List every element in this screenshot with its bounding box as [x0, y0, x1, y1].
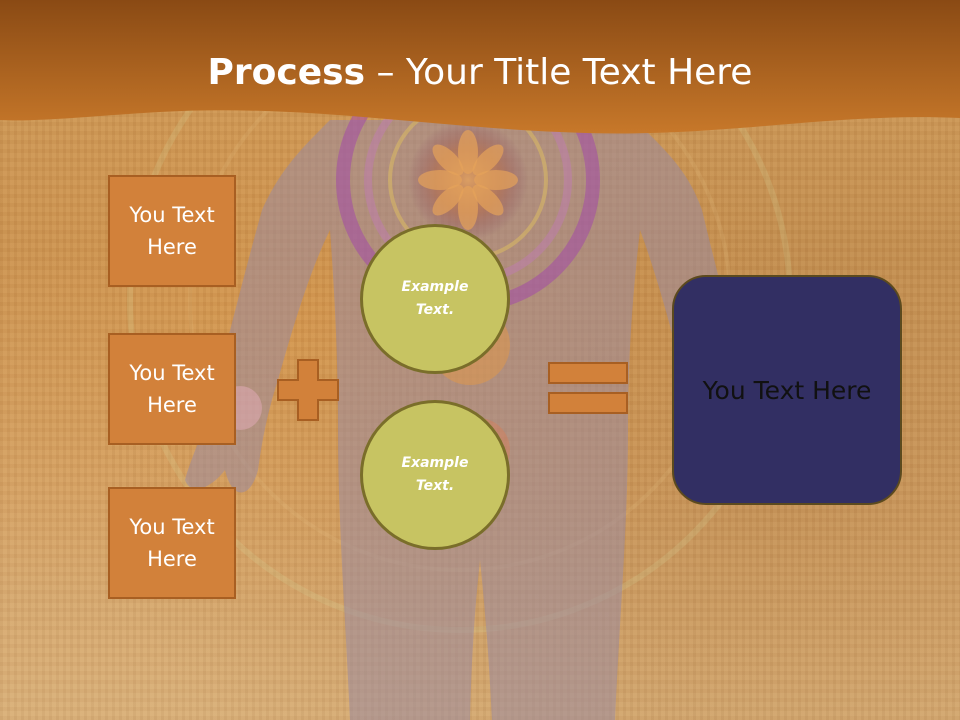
input-box-2-label: You Text Here — [129, 361, 215, 417]
equals-icon — [548, 362, 628, 414]
title-bold: Process — [207, 52, 366, 93]
title-rest: Your Title Text Here — [405, 52, 753, 93]
title-separator: – — [365, 52, 406, 93]
slide-title: Process – Your Title Text Here — [0, 52, 960, 93]
input-box-2[interactable]: You Text Here — [108, 333, 236, 445]
example-circle-2[interactable]: Example Text. — [360, 400, 510, 550]
input-box-1[interactable]: You Text Here — [108, 175, 236, 287]
input-box-3-label: You Text Here — [129, 515, 215, 571]
header-band — [0, 0, 960, 134]
result-box[interactable]: You Text Here — [672, 275, 902, 505]
example-circle-1-label: Example Text. — [401, 279, 469, 318]
example-circle-1[interactable]: Example Text. — [360, 224, 510, 374]
plus-icon — [277, 359, 339, 421]
example-circle-2-label: Example Text. — [401, 455, 469, 494]
input-box-3[interactable]: You Text Here — [108, 487, 236, 599]
input-box-1-label: You Text Here — [129, 203, 215, 259]
result-box-label: You Text Here — [702, 375, 872, 405]
